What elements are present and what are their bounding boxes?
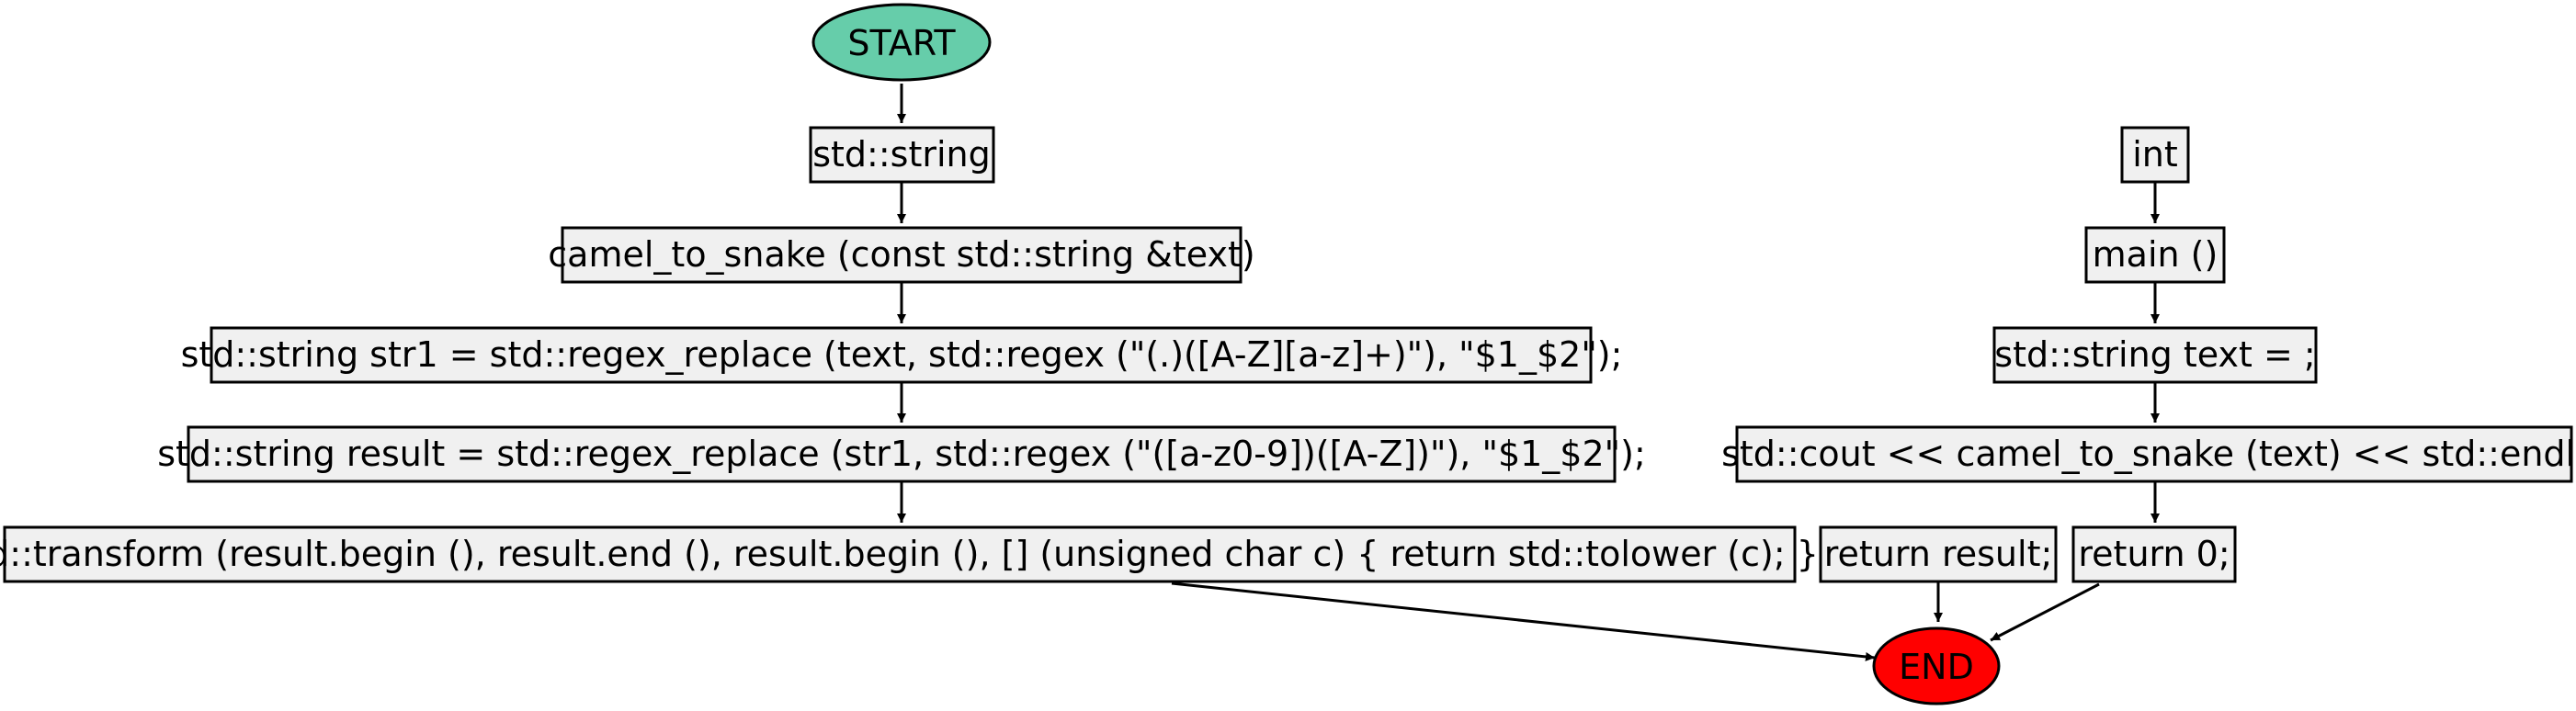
start-node: START: [811, 3, 992, 82]
node-return-result: return result;: [1819, 525, 2058, 583]
node-result-assignment: std::string result = std::regex_replace …: [157, 425, 1646, 483]
node-transform: std::transform (result.begin (), result.…: [0, 525, 1844, 583]
node-text-declaration-label: std::string text = ;: [1994, 334, 2315, 375]
start-label: START: [847, 23, 956, 63]
node-return-result-label: return result;: [1824, 534, 2053, 574]
node-return-zero-label: return 0;: [2078, 534, 2230, 574]
node-main-signature-label: main (): [2093, 234, 2219, 275]
node-return-zero: return 0;: [2071, 525, 2237, 583]
node-cout-statement: std::cout << camel_to_snake (text) << st…: [1721, 425, 2576, 483]
node-cout-statement-label: std::cout << camel_to_snake (text) << st…: [1721, 434, 2576, 474]
node-main-return-type: int: [2120, 126, 2190, 184]
node-str1-assignment: std::string str1 = std::regex_replace (t…: [181, 326, 1623, 384]
node-function-signature-label: camel_to_snake (const std::string &text): [548, 234, 1254, 275]
node-function-signature: camel_to_snake (const std::string &text): [548, 226, 1255, 284]
node-main-signature: main (): [2084, 226, 2226, 284]
end-node: END: [1872, 626, 2001, 705]
edge-return0-to-end: [1990, 582, 2100, 642]
node-transform-label: std::transform (result.begin (), result.…: [0, 534, 1844, 574]
node-str1-assignment-label: std::string str1 = std::regex_replace (t…: [181, 334, 1623, 375]
node-text-declaration: std::string text = ;: [1992, 326, 2318, 384]
node-return-type: std::string: [809, 126, 995, 184]
edges: [897, 84, 2160, 661]
node-return-type-label: std::string: [812, 134, 991, 175]
end-label: END: [1899, 647, 1974, 687]
node-main-return-type-label: int: [2132, 134, 2178, 175]
node-result-assignment-label: std::string result = std::regex_replace …: [157, 434, 1646, 474]
edge-transform-to-end: [1171, 581, 1876, 661]
